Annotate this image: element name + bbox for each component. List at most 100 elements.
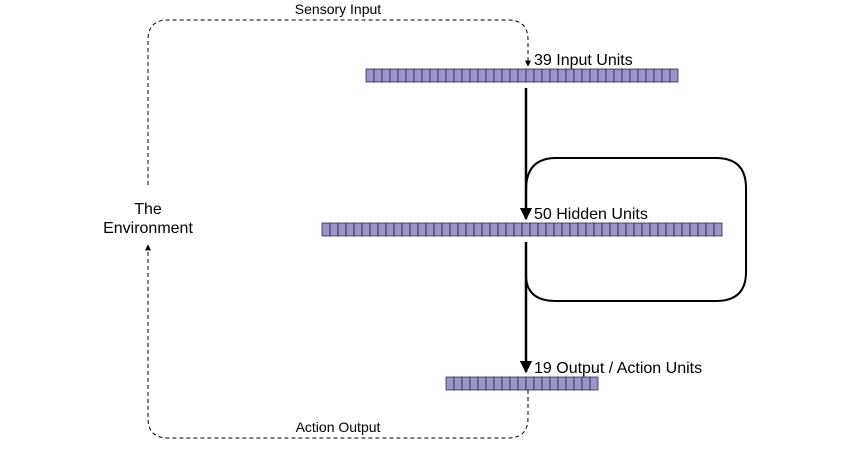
input-unit: [541, 68, 551, 83]
hidden-layer-label: 50 Hidden Units: [534, 206, 648, 223]
action-output-label: Action Output: [296, 419, 381, 435]
hidden-unit: [713, 222, 723, 237]
input-unit: [373, 68, 383, 83]
sensory-input-label: Sensory Input: [295, 1, 381, 17]
hidden-unit: [489, 222, 499, 237]
environment-label-line1: The: [134, 201, 162, 218]
input-unit: [413, 68, 423, 83]
hidden-unit: [385, 222, 395, 237]
input-unit: [477, 68, 487, 83]
hidden-unit: [537, 222, 547, 237]
hidden-unit: [521, 222, 531, 237]
hidden-unit: [569, 222, 579, 237]
input-unit: [365, 68, 375, 83]
output-unit: [485, 376, 495, 391]
input-unit: [469, 68, 479, 83]
input-unit: [653, 68, 663, 83]
environment-label-line2: Environment: [103, 220, 193, 237]
output-unit: [549, 376, 559, 391]
hidden-unit: [545, 222, 555, 237]
output-unit: [589, 376, 599, 391]
output-unit: [541, 376, 551, 391]
output-unit: [517, 376, 527, 391]
input-unit: [437, 68, 447, 83]
hidden-unit: [505, 222, 515, 237]
hidden-unit: [369, 222, 379, 237]
input-layer-label: 39 Input Units: [534, 52, 633, 69]
input-unit: [589, 68, 599, 83]
hidden-unit: [465, 222, 475, 237]
input-unit: [453, 68, 463, 83]
input-unit: [485, 68, 495, 83]
input-unit: [597, 68, 607, 83]
input-unit: [405, 68, 415, 83]
hidden-unit: [321, 222, 331, 237]
input-unit: [581, 68, 591, 83]
input-unit: [565, 68, 575, 83]
input-unit: [605, 68, 615, 83]
hidden-unit: [649, 222, 659, 237]
input-unit: [549, 68, 559, 83]
input-unit: [557, 68, 567, 83]
input-unit: [517, 68, 527, 83]
output-unit: [445, 376, 455, 391]
hidden-unit: [473, 222, 483, 237]
recurrent-loop: [525, 157, 747, 302]
input-unit: [613, 68, 623, 83]
hidden-unit: [665, 222, 675, 237]
hidden-unit: [601, 222, 611, 237]
hidden-unit: [561, 222, 571, 237]
hidden-unit: [353, 222, 363, 237]
input-unit: [389, 68, 399, 83]
hidden-unit: [681, 222, 691, 237]
hidden-unit: [633, 222, 643, 237]
hidden-unit: [481, 222, 491, 237]
output-units-bar: [445, 376, 599, 391]
hidden-unit: [361, 222, 371, 237]
output-unit: [477, 376, 487, 391]
input-units-bar: [365, 68, 679, 83]
hidden-unit: [585, 222, 595, 237]
input-unit: [629, 68, 639, 83]
hidden-unit: [441, 222, 451, 237]
hidden-unit: [393, 222, 403, 237]
input-unit: [445, 68, 455, 83]
hidden-unit: [401, 222, 411, 237]
input-unit: [501, 68, 511, 83]
hidden-unit: [337, 222, 347, 237]
input-unit: [637, 68, 647, 83]
hidden-unit: [553, 222, 563, 237]
hidden-unit: [449, 222, 459, 237]
hidden-unit: [329, 222, 339, 237]
hidden-unit: [433, 222, 443, 237]
hidden-unit: [593, 222, 603, 237]
hidden-unit: [409, 222, 419, 237]
output-unit: [533, 376, 543, 391]
input-unit: [525, 68, 535, 83]
hidden-unit: [345, 222, 355, 237]
hidden-unit: [657, 222, 667, 237]
output-unit: [469, 376, 479, 391]
hidden-unit: [513, 222, 523, 237]
hidden-units-bar: [321, 222, 723, 237]
input-unit: [397, 68, 407, 83]
hidden-unit: [529, 222, 539, 237]
output-unit: [525, 376, 535, 391]
hidden-unit: [617, 222, 627, 237]
input-unit: [461, 68, 471, 83]
output-unit: [565, 376, 575, 391]
hidden-unit: [609, 222, 619, 237]
input-unit: [533, 68, 543, 83]
input-unit: [573, 68, 583, 83]
output-unit: [461, 376, 471, 391]
input-unit: [493, 68, 503, 83]
hidden-unit: [697, 222, 707, 237]
output-unit: [573, 376, 583, 391]
output-unit: [453, 376, 463, 391]
hidden-unit: [625, 222, 635, 237]
hidden-unit: [497, 222, 507, 237]
hidden-unit: [425, 222, 435, 237]
sensory-input-path: [147, 19, 531, 185]
hidden-unit: [705, 222, 715, 237]
